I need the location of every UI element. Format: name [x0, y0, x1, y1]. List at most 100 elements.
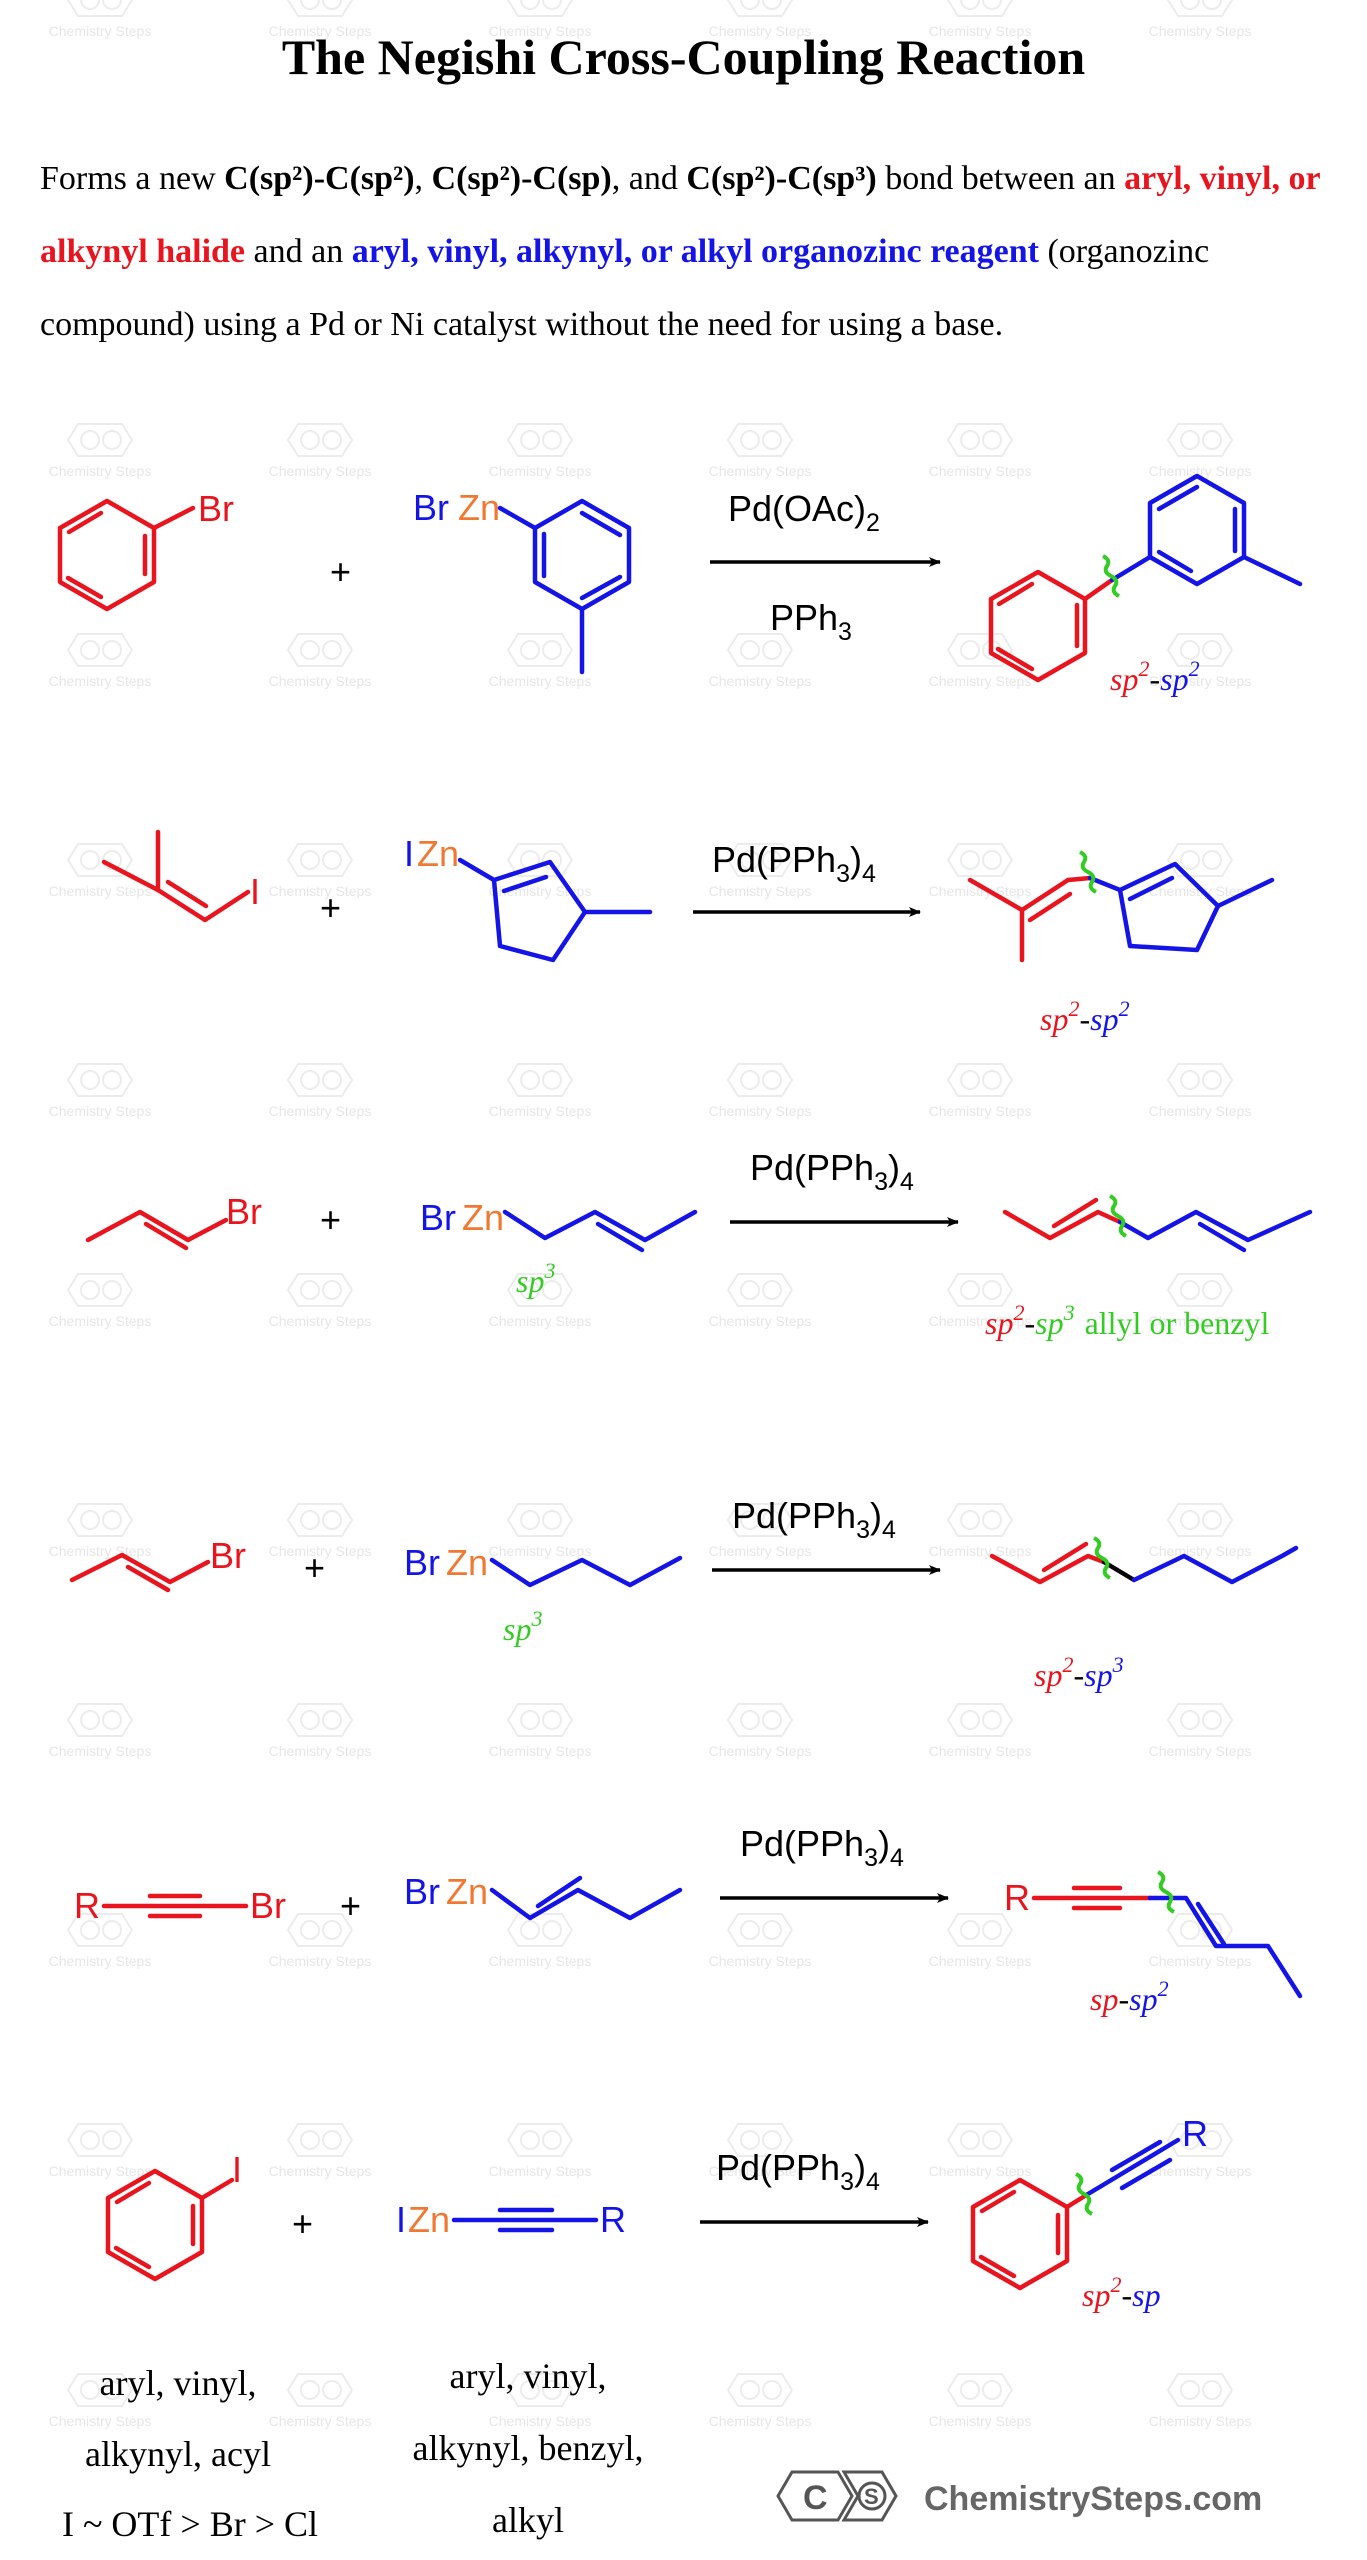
watermark-text: Chemistry Steps [489, 1543, 592, 1559]
logo-letter: C [803, 2479, 828, 2517]
watermark-logo [1167, 843, 1233, 877]
double-bond [996, 581, 1035, 607]
reaction-1: Br + Br Zn Pd(OAc)2 PPh3 [57, 473, 1303, 697]
watermark-logo [727, 1703, 793, 1737]
watermark-logo [507, 1913, 573, 1947]
new-bond-marker [1102, 554, 1120, 598]
zn-halide-label: I [404, 833, 414, 874]
catalyst-label: Pd(PPh3)4 [732, 1495, 896, 1544]
watermark-logo [507, 1063, 573, 1097]
halogen-label: Br [210, 1535, 246, 1576]
bond-type-label: sp-sp2 [1090, 1976, 1169, 2017]
halogen-label: Br [226, 1191, 262, 1232]
vinyl-bromide [69, 1552, 211, 1593]
watermark-logo [1167, 0, 1233, 17]
double-bond [1156, 484, 1200, 512]
watermark-text: Chemistry Steps [269, 883, 372, 899]
scope-line: alkynyl, benzyl, [413, 2428, 644, 2468]
logo-hexagon [776, 2470, 854, 2522]
benzene-ring [970, 2177, 1070, 2291]
benzene-ring [105, 2168, 205, 2282]
watermark-text: Chemistry Steps [489, 2413, 592, 2429]
double-bond [66, 510, 104, 535]
watermark-logo [727, 1913, 793, 1947]
zn-halide-label: Br [413, 487, 449, 528]
reactivity-order: I ~ OTf > Br > Cl [62, 2504, 318, 2544]
watermark-text: Chemistry Steps [929, 1313, 1032, 1329]
watermark-text: Chemistry Steps [1149, 1103, 1252, 1119]
bond-type-label: sp2-sp [1082, 2272, 1161, 2313]
organozinc-reagent: Br Zn sp3 [420, 1197, 698, 1299]
watermark-text: Chemistry Steps [709, 673, 812, 689]
watermark-logo [1167, 1273, 1233, 1307]
organozinc-reagent: Br Zn [413, 487, 632, 675]
watermark-logo [287, 633, 353, 667]
watermark-logo [507, 1703, 573, 1737]
benzene-ring [1147, 473, 1247, 587]
watermark-text: Chemistry Steps [709, 1743, 812, 1759]
logo-circle [857, 2481, 887, 2511]
plus-sign: + [340, 1885, 361, 1926]
catalyst-label: Pd(PPh3)4 [716, 2147, 880, 2196]
intro-bond-1: C(sp²)-C(sp²) [224, 160, 415, 197]
watermark-logo [727, 1063, 793, 1097]
zn-halide-label: I [396, 2199, 406, 2240]
bond-type-label: sp2-sp2 [1040, 996, 1130, 1037]
watermark-text: Chemistry Steps [929, 1543, 1032, 1559]
ligand-label: PPh3 [770, 597, 852, 646]
watermark-logo [507, 1503, 573, 1537]
watermark-logo [1167, 1503, 1233, 1537]
triple-bond [1085, 2137, 1181, 2197]
alkene-product [989, 1536, 1299, 1585]
carbon-chain [101, 859, 251, 923]
watermark-logo [1167, 1703, 1233, 1737]
brand-logo: C S ChemistrySteps.com [776, 2470, 1262, 2522]
plus-sign: + [330, 551, 351, 592]
watermark-logo [67, 1273, 133, 1307]
watermark-text: Chemistry Steps [49, 1543, 152, 1559]
watermark-text: Chemistry Steps [1149, 2413, 1252, 2429]
halide-scope: aryl, vinyl, alkynyl, acyl I ~ OTf > Br … [62, 2363, 318, 2544]
watermark-logo [1167, 2373, 1233, 2407]
watermark-logo [287, 2123, 353, 2157]
watermark-text: Chemistry Steps [489, 1313, 592, 1329]
watermark-text: Chemistry Steps [1149, 1743, 1252, 1759]
watermark-logo [947, 423, 1013, 457]
watermark-text: Chemistry Steps [269, 23, 372, 39]
watermark-text: Chemistry Steps [49, 1953, 152, 1969]
watermark-text: Chemistry Steps [709, 2413, 812, 2429]
double-bond [165, 879, 209, 909]
watermark-text: Chemistry Steps [49, 463, 152, 479]
double-bond [978, 2254, 1017, 2279]
watermark-text: Chemistry Steps [929, 1103, 1032, 1119]
organozinc-reagent: I Zn [404, 833, 653, 963]
r-group-label: R [1004, 1877, 1030, 1918]
watermark-text: Chemistry Steps [1149, 1543, 1252, 1559]
biaryl-bond [1109, 554, 1153, 583]
organozinc-reagent: Br Zn sp3 [404, 1542, 683, 1647]
methyl-bond [1241, 554, 1303, 587]
zinc-label: Zn [408, 2199, 450, 2240]
organozinc-reagent: I Zn R [396, 2199, 626, 2240]
cyclopentene-ring [1117, 861, 1221, 953]
watermark-text: Chemistry Steps [489, 2163, 592, 2179]
watermark-logo [727, 2373, 793, 2407]
intro-bond-3: C(sp²)-C(sp³) [686, 160, 877, 197]
benzene-ring [988, 569, 1088, 683]
organozinc-reagent: Br Zn [404, 1871, 683, 1921]
iodobenzene [105, 2168, 235, 2282]
double-bond [143, 1221, 189, 1251]
brand-name: ChemistrySteps.com [924, 2480, 1262, 2518]
carbon-chain [1002, 1209, 1123, 1241]
halogen-label: I [232, 2149, 242, 2190]
vinyl-bromide [85, 1209, 229, 1251]
bond-type-label: sp2-sp3 [1034, 1652, 1124, 1693]
carbon-chain [489, 1887, 683, 1921]
halogen-label: I [250, 871, 260, 912]
watermark-text: Chemistry Steps [49, 1313, 152, 1329]
watermark-text: Chemistry Steps [269, 463, 372, 479]
intro-text: (organozinc compound) using a Pd or Ni c… [40, 233, 1210, 343]
page-title: The Negishi Cross-Coupling Reaction [281, 29, 1086, 85]
intro-text: bond between an [876, 160, 1125, 197]
